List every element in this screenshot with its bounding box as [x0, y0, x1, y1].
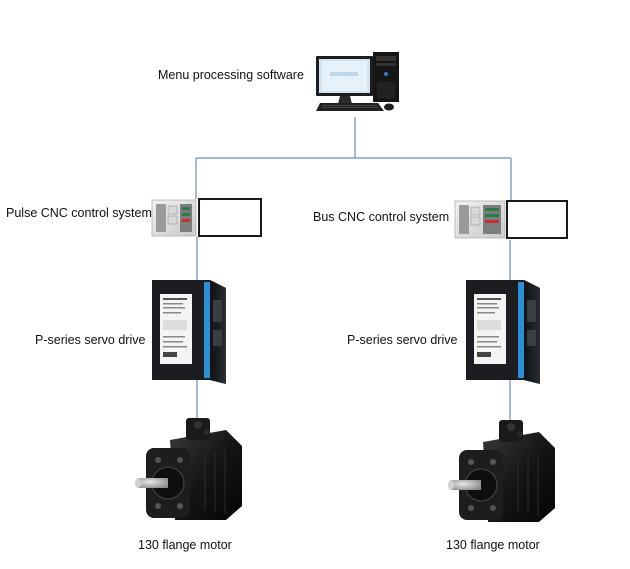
bus-cnc-controller-icon [454, 200, 568, 239]
software-label: Menu processing software [158, 68, 304, 82]
right-servo-motor-icon [448, 420, 555, 522]
desktop-computer-icon [316, 52, 399, 111]
right-servo-drive-icon [466, 280, 540, 384]
right-motor-label: 130 flange motor [446, 538, 540, 552]
pulse-cnc-label: Pulse CNC control system [6, 206, 152, 220]
connector-lines [195, 117, 512, 430]
left-motor-label: 130 flange motor [138, 538, 232, 552]
left-servo-drive-icon [152, 280, 226, 384]
right-servo-drive-label: P-series servo drive [347, 333, 458, 347]
pulse-cnc-controller-icon [151, 198, 262, 237]
left-servo-motor-icon [135, 418, 242, 520]
left-servo-drive-label: P-series servo drive [35, 333, 146, 347]
bus-cnc-label: Bus CNC control system [313, 210, 450, 224]
